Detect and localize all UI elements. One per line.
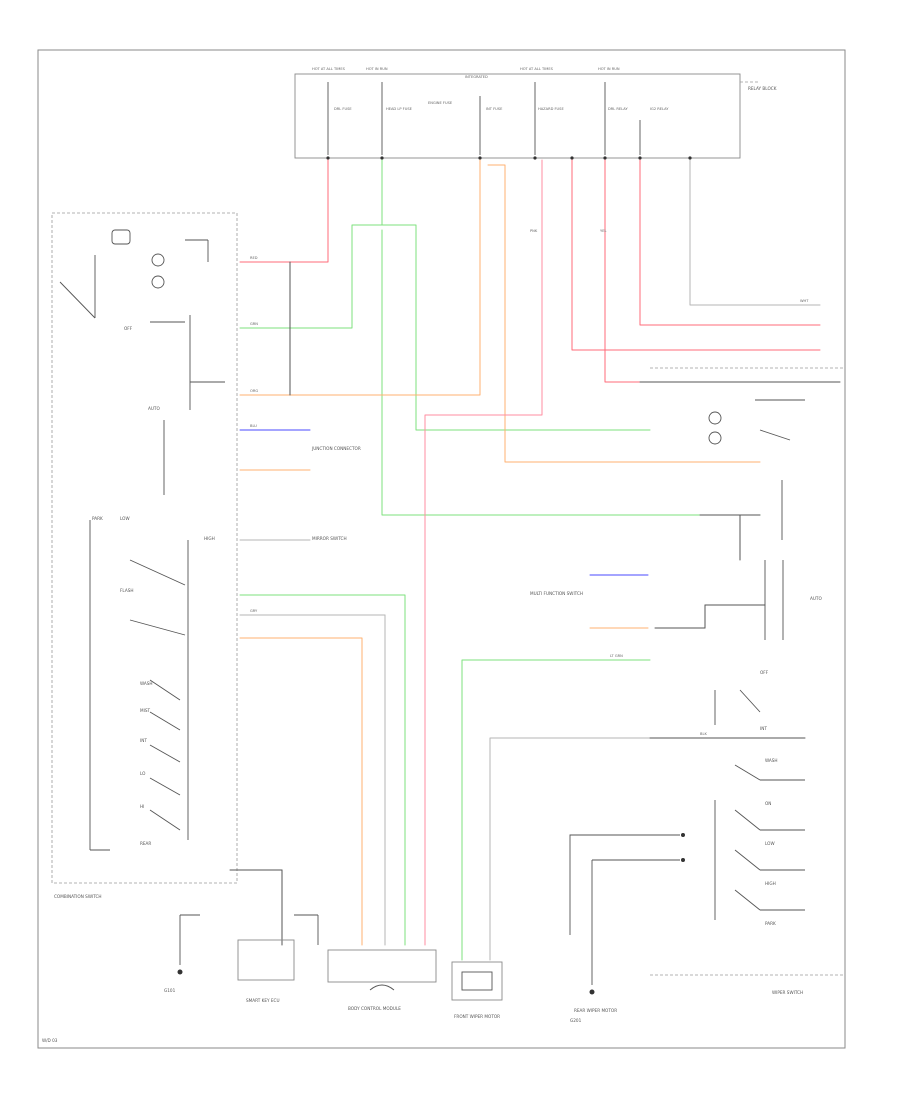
fuse-header-3: INTEGRATED xyxy=(465,75,488,79)
fuse-name-5: HAZARD FUSE xyxy=(538,107,564,111)
tag-park: PARK xyxy=(92,516,103,521)
tag-r-int: INT xyxy=(760,726,767,731)
wire-orange-engine xyxy=(239,159,481,396)
tag-flash: FLASH xyxy=(120,588,134,593)
wire-green-rear xyxy=(461,659,651,961)
tag-int: INT xyxy=(140,738,147,743)
wire-green-headlamp xyxy=(239,159,383,329)
wire-tag-white: WHT xyxy=(800,299,809,303)
tag-wash: WASH xyxy=(140,681,153,686)
rear-wiper-motor-label: REAR WIPER MOTOR xyxy=(574,1008,617,1013)
wire-red-hazard-b xyxy=(639,159,821,326)
wire-harness xyxy=(229,159,841,961)
tag-mist: MIST xyxy=(140,708,151,713)
fuse-name-7: IG2 RELAY xyxy=(650,107,669,111)
fuse-output-dots xyxy=(326,156,692,160)
right-switch-symbols: OFF INT WASH ON LOW HIGH PARK AUTO xyxy=(708,399,822,926)
tag-r-auto: AUTO xyxy=(810,596,822,601)
tag-low: LOW xyxy=(120,516,130,521)
multi-function-switch-label: MULTI FUNCTION SWITCH xyxy=(530,591,583,596)
tag-r-high: HIGH xyxy=(765,881,776,886)
wire-color-tags: RED GRN ORG BLU BLK GRY PNK WHT YEL LT G… xyxy=(250,229,809,736)
mirror-switch-label: MIRROR SWITCH xyxy=(312,536,347,541)
fuse-header-2: HOT IN RUN xyxy=(366,67,388,71)
ground-right-label: G201 xyxy=(570,1018,582,1023)
fuse-header-5: HOT IN RUN xyxy=(598,67,620,71)
ground-left-label: G101 xyxy=(164,988,176,993)
fuse-name-6: DRL RELAY xyxy=(608,107,628,111)
fuse-name-2: HEAD LP FUSE xyxy=(386,107,413,111)
right-dashed-box: WIPER SWITCH xyxy=(650,367,845,995)
relay-block: RELAY BLOCK HOT AT ALL TIMES HOT IN RUN … xyxy=(294,67,777,160)
wire-tag-pink: PNK xyxy=(530,229,538,233)
fuse-name-3: ENGINE FUSE xyxy=(428,101,453,105)
tag-hi: HI xyxy=(140,804,144,809)
fuse-header-1: HOT AT ALL TIMES xyxy=(312,67,346,71)
wire-red-hazard xyxy=(571,159,821,351)
tag-r-off: OFF xyxy=(760,670,769,675)
body-control-module-label: BODY CONTROL MODULE xyxy=(348,1006,401,1011)
wire-red-drl xyxy=(239,159,329,263)
wire-tag-ltgreen: LT GRN xyxy=(610,654,623,658)
tag-r-park: PARK xyxy=(765,921,776,926)
wire-orange-engine-b xyxy=(487,164,761,463)
page-code: W/D 03 xyxy=(42,1038,58,1043)
wire-green-bcm xyxy=(239,594,406,946)
tag-lo: LO xyxy=(140,771,146,776)
wire-tag-black: BLK xyxy=(700,732,707,736)
tag-r-wash: WASH xyxy=(765,758,778,763)
tag-high: HIGH xyxy=(204,536,215,541)
fuse-header-4: HOT AT ALL TIMES xyxy=(520,67,554,71)
wire-tag-gray: GRY xyxy=(250,609,258,613)
junction-connector-label: JUNCTION CONNECTOR xyxy=(311,446,361,451)
wiper-switch-label: WIPER SWITCH xyxy=(772,990,803,995)
wire-tag-red: RED xyxy=(250,256,258,260)
tag-r-low: LOW xyxy=(765,841,775,846)
combination-switch-label: COMBINATION SWITCH xyxy=(54,894,102,899)
wire-gray-ig xyxy=(689,159,821,306)
diagram-frame xyxy=(37,49,846,1049)
front-wiper-motor-label: FRONT WIPER MOTOR xyxy=(454,1014,500,1019)
wire-red-relay xyxy=(604,159,641,383)
fuse-name-4: INT FUSE xyxy=(486,107,503,111)
combination-switch: COMBINATION SWITCH PARK OFF AUTO LOW HIG… xyxy=(51,212,238,899)
wire-tag-orange: ORG xyxy=(250,389,258,393)
relay-block-label: RELAY BLOCK xyxy=(748,86,777,91)
tag-rear: REAR xyxy=(140,841,151,846)
wire-tag-green: GRN xyxy=(250,322,258,326)
left-switch-symbols xyxy=(59,229,225,840)
tag-r-on: ON xyxy=(765,801,771,806)
wire-tag-blue: BLU xyxy=(250,424,257,428)
fuse-name-1: DRL FUSE xyxy=(334,107,352,111)
wire-green-headlamp-b xyxy=(381,224,651,431)
tag-auto: AUTO xyxy=(148,406,160,411)
tag-off: OFF xyxy=(124,326,133,331)
wire-tag-yellow: YEL xyxy=(600,229,606,233)
bottom-components: G101 SMART KEY ECU BODY CONTROL MODULE F… xyxy=(164,833,685,1023)
wire-green-low xyxy=(381,229,761,516)
smart-key-ecu-label: SMART KEY ECU xyxy=(246,998,280,1003)
wire-pink-int xyxy=(424,159,543,946)
wire-orange-bcm xyxy=(239,637,363,946)
